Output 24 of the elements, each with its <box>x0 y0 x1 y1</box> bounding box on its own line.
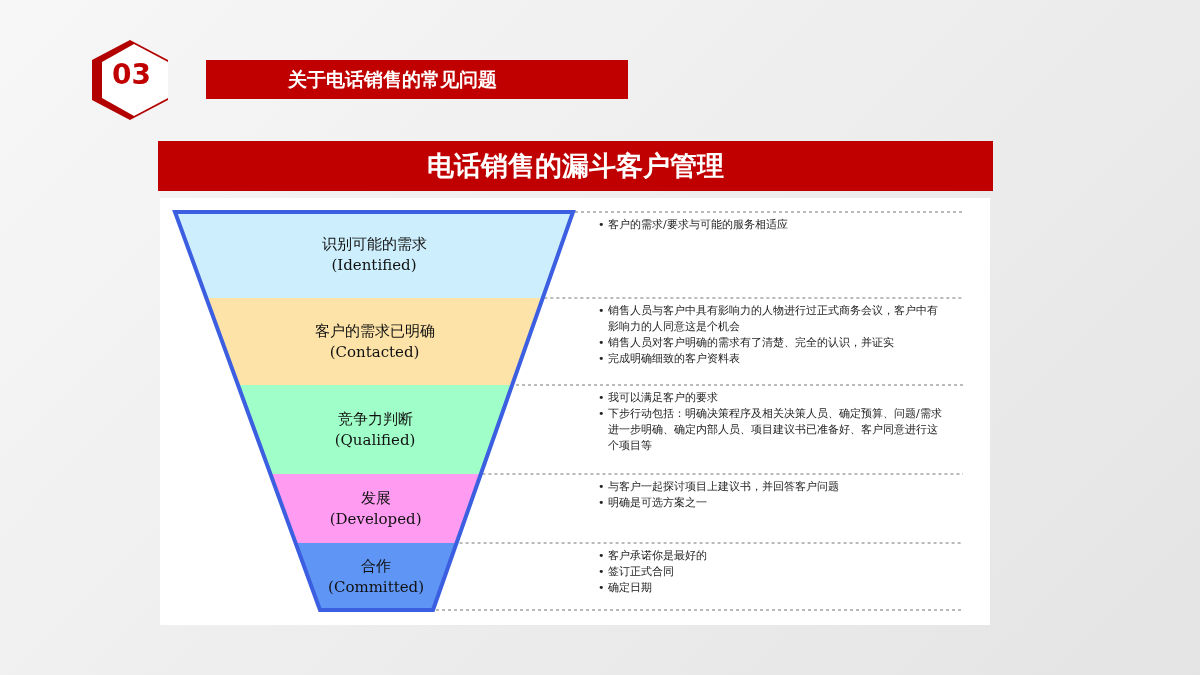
bullet-text: • 客户承诺你是最好的 <box>598 548 708 564</box>
bullet-text: • 确定日期 <box>598 580 653 596</box>
bullet-text: • 销售人员对客户明确的需求有了清楚、完全的认识，并证实 <box>598 335 895 351</box>
bullet-text: • 明确是可选方案之一 <box>598 495 708 511</box>
stage-label: 竞争力判断 <box>337 408 413 430</box>
bullet-text: • 下步行动包括：明确决策程序及相关决策人员、确定预算、问题/需求进一步明确、确定内部人员、项目建议书已准备好、客户同意进行这个项目等 <box>598 406 943 454</box>
stage-label: 识别可能的需求 <box>321 234 427 255</box>
bullet-text: • 完成明确细致的客户资料表 <box>598 351 741 367</box>
stage-label: 合作 <box>361 555 392 577</box>
bullet-text: • 销售人员与客户中具有影响力的人物进行过正式商务会议，客户中有影响力的人同意这是个机会 <box>598 303 939 335</box>
bullet-text: • 与客户一起探讨项目上建议书，并回答客户问题 <box>598 479 840 495</box>
section-heading-bar: 关于电话销售的常见问题 <box>206 60 628 99</box>
stage-label: 客户的需求已明确 <box>314 320 435 342</box>
stage-label: (Developed) <box>329 508 422 530</box>
stage-label: (Qualified) <box>334 429 416 451</box>
stage-label: (Contacted) <box>329 341 420 363</box>
bullet-text: • 客户的需求/要求与可能的服务相适应 <box>598 217 789 233</box>
title-bar: 电话销售的漏斗客户管理 <box>158 141 993 191</box>
stage-label: (Committed) <box>328 576 425 598</box>
section-number: 03 <box>112 58 151 91</box>
stage-label: (Identified) <box>331 255 417 276</box>
bullet-text: • 签订正式合同 <box>598 564 675 580</box>
stage-label: 发展 <box>360 487 391 509</box>
bullet-text: • 我可以满足客户的要求 <box>598 390 719 406</box>
